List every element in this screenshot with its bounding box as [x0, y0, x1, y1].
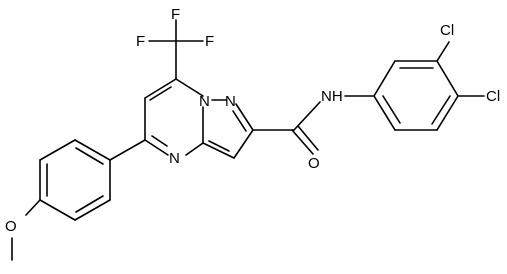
bond-dcp-6-double	[382, 95, 401, 124]
bond-mp-1-double	[75, 147, 104, 165]
bond-c7-c6-double	[149, 86, 172, 101]
atom-n-bridge: N	[199, 93, 210, 110]
atom-f-right: F	[205, 33, 214, 50]
bond-dcp-cl-top	[436, 41, 450, 62]
bond-dcp-4-double	[431, 95, 451, 125]
bond-c7-nbridge	[175, 78, 204, 97]
bond-mp-o	[25, 199, 41, 216]
bond-c3-c3a	[202, 142, 235, 159]
bond-c7-c6	[144, 78, 177, 99]
atom-cl-right: Cl	[486, 88, 500, 105]
bond-ccarbonyl-nh	[293, 101, 321, 131]
bond-c3-c3a-double	[208, 140, 230, 152]
bond-c5-aryl	[109, 139, 146, 161]
bond-dcp-1	[373, 60, 396, 97]
bond-n1-c2	[235, 103, 254, 131]
atom-o-methoxy: O	[5, 218, 17, 235]
bond-dcp-4	[436, 95, 459, 131]
bond-ccarbonyl-o-double	[297, 125, 319, 151]
atom-n-pyrazole: N	[225, 93, 236, 110]
bond-n4-c3a	[185, 142, 204, 156]
atom-cl-top: Cl	[440, 22, 454, 39]
bond-mp-4	[39, 199, 76, 221]
bond-ccarbonyl-o	[291, 129, 314, 155]
bond-mp-5-double	[75, 195, 104, 213]
bond-mp-1	[74, 139, 111, 161]
bond-dcp-3	[436, 60, 459, 97]
atom-nh: NH	[321, 88, 343, 105]
bond-c5-n4	[144, 139, 169, 156]
bond-mp-2	[39, 139, 76, 161]
atom-f-left: F	[136, 33, 145, 50]
bond-dcp-6	[373, 95, 396, 131]
atom-f-top: F	[171, 6, 180, 23]
atom-o-carbonyl: O	[308, 155, 320, 172]
atom-n-pyrimidine: N	[169, 150, 180, 167]
bond-c2-c3	[233, 129, 254, 159]
bond-n1-c2-double	[232, 110, 247, 132]
bond-c5-n4-double	[151, 135, 168, 147]
bond-mp-5	[74, 199, 111, 221]
